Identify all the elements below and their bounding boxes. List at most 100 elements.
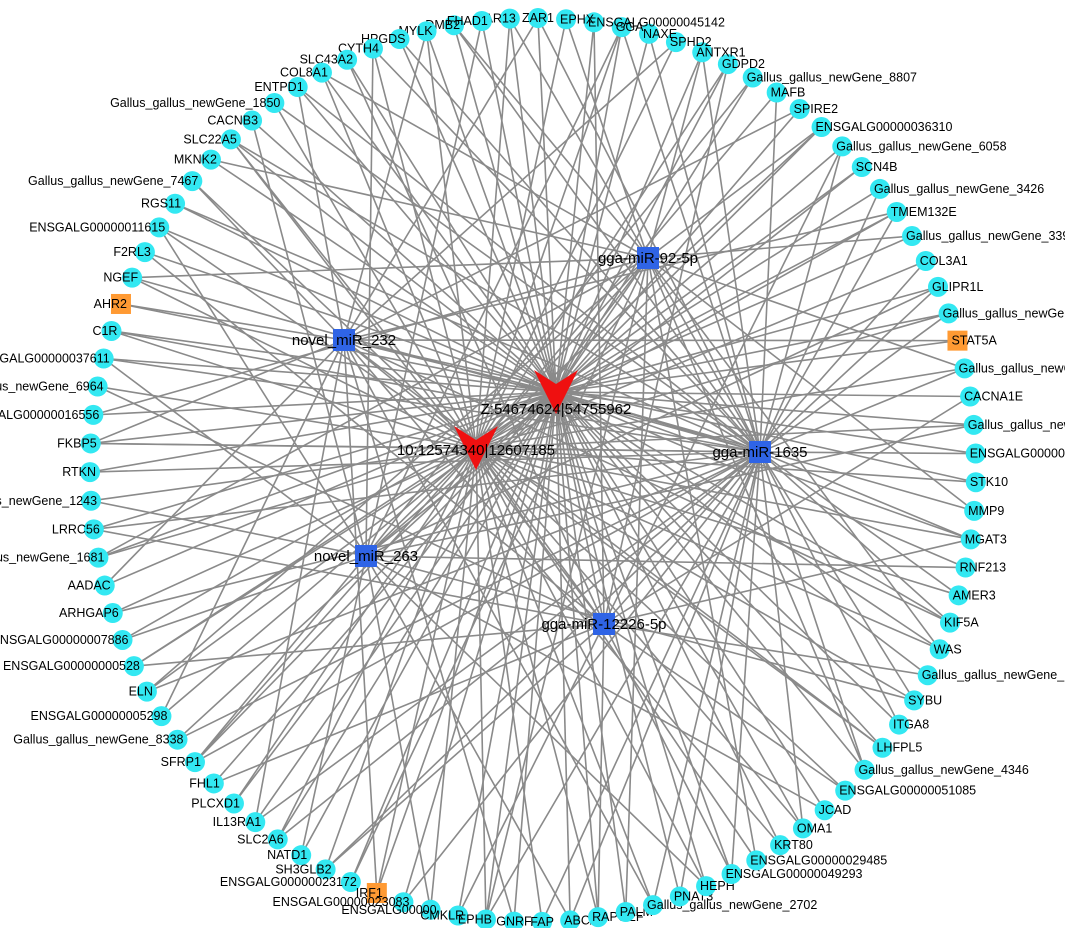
gene-node[interactable]: Gallus_gallus_newGene_1243 [0, 490, 102, 511]
gene-node[interactable]: COL3A1 [915, 251, 968, 272]
gene-node[interactable]: EPHB [458, 909, 496, 928]
gene-node[interactable]: GLIPR1L [928, 276, 983, 297]
tf-node[interactable]: AHR2 [94, 293, 131, 314]
gene-node[interactable]: WAS [929, 639, 962, 660]
gene-node[interactable]: Gallus_gallus_newGene_3426 [869, 178, 1044, 199]
gene-node[interactable]: ANTXR1 [692, 42, 746, 63]
gene-node[interactable]: ELN [129, 681, 157, 702]
gene-node[interactable]: CACNB3 [207, 110, 263, 131]
gene-node[interactable]: ENSGALG00000023172 [220, 872, 361, 893]
gene-node[interactable]: NAXE [639, 23, 677, 44]
gene-node[interactable]: Gallus_gallus_newGene_4342 [938, 303, 1065, 324]
gene-node[interactable]: Gallus_gallus_newGene_2157 [963, 414, 1065, 435]
gene-node[interactable]: ZAR1 [522, 8, 554, 29]
gene-node[interactable]: ITGA8 [889, 714, 929, 735]
gene-node[interactable]: Gallus_gallus_newGene_4346 [854, 759, 1029, 780]
edge [555, 391, 974, 426]
gene-node[interactable]: NGEF [103, 267, 143, 288]
gene-node[interactable]: MKNK2 [174, 149, 221, 170]
gene-node[interactable]: MMP9 [964, 500, 1004, 521]
gene-circle [938, 303, 959, 324]
gene-node[interactable]: FHL1 [189, 773, 224, 794]
gene-node[interactable]: Gallus_gallus_newGene_1852 [917, 665, 1065, 686]
gene-node[interactable]: AMER3 [948, 585, 996, 606]
gene-node[interactable]: ENTPD1 [254, 77, 308, 98]
gene-node[interactable]: RTKN [62, 462, 101, 483]
gene-node[interactable]: ENSGALG00000007886 [0, 629, 133, 650]
gene-node[interactable]: SFRP1 [161, 752, 205, 773]
gene-node[interactable]: GDPD2 [717, 54, 765, 75]
gene-node[interactable]: COL8A1 [280, 62, 332, 83]
gene-node[interactable]: TMEM132E [886, 201, 957, 222]
hub-node[interactable]: Z:54674624|54755962 [481, 370, 632, 418]
gene-node[interactable]: RGS11 [141, 193, 186, 214]
hub-node[interactable]: 10:12574340|12607185 [397, 426, 555, 470]
gene-node[interactable]: Gallus_gallus_newGene_6964 [0, 376, 108, 397]
gene-node[interactable]: ENSGALG00000000528 [3, 656, 144, 677]
gene-node[interactable]: HEPH [696, 876, 735, 897]
gene-node[interactable]: SCN4B [851, 157, 898, 178]
gene-node[interactable]: LRRC56 [52, 519, 104, 540]
gene-node[interactable]: Gallus_gallus_newGene_8338 [13, 729, 188, 750]
gene-node[interactable]: Gallus_gallus_newGene_8807 [742, 67, 917, 88]
tf-node[interactable]: STAT5A [947, 330, 998, 351]
gene-node[interactable]: Gallus_gallus_newGene_1681 [0, 547, 109, 568]
gene-node[interactable]: Gallus_gallus_newGene_6058 [832, 136, 1007, 157]
gene-node[interactable]: ENSGALG00000051085 [835, 780, 976, 801]
gene-node[interactable]: ENSGALG00000005298 [31, 706, 172, 727]
gene-node[interactable]: ENSGALG00000045142 [583, 12, 725, 33]
gene-node[interactable]: Gallus_gallus_newGene_7508 [954, 358, 1065, 379]
gene-node[interactable]: MGAT3 [960, 529, 1007, 550]
gene-node[interactable]: STK10 [965, 472, 1008, 493]
mirna-node[interactable]: gga-miR-92-5p [598, 247, 698, 269]
gene-node[interactable]: ENSGALG00000049293 [721, 864, 863, 885]
gene-node[interactable]: KIF5A [939, 612, 979, 633]
gene-node[interactable]: SPHD2 [665, 32, 712, 53]
gene-node[interactable]: ENSGALG00000009628 [965, 443, 1065, 464]
gene-node[interactable]: NATD1 [267, 845, 312, 866]
gene-node[interactable]: ENSGALG00000011615 [29, 217, 170, 238]
gene-node[interactable]: CMKLR [420, 905, 469, 926]
gene-node[interactable]: OMA1 [792, 818, 832, 839]
gene-node[interactable]: ENSGALG00000016556 [0, 404, 104, 425]
edge [603, 63, 729, 625]
gene-node[interactable]: F2RL3 [113, 242, 155, 263]
gene-node[interactable]: ARHGAP6 [59, 603, 123, 624]
gene-node[interactable]: ENSGALG00000029485 [746, 850, 887, 871]
gene-node[interactable]: Gallus_gallus_newGene_7467 [28, 171, 203, 192]
gene-node[interactable]: ENSGALG00000037611 [0, 348, 114, 369]
gene-node[interactable]: RNF213 [955, 557, 1007, 578]
gene-node[interactable]: ENSGALG00000023083 [273, 892, 414, 913]
gene-node[interactable]: ENSGALG00000 [341, 899, 441, 920]
gene-node[interactable]: MAFB [766, 82, 806, 103]
gene-node[interactable]: PLCXD1 [191, 793, 244, 814]
gene-node[interactable]: Gallus_gallus_newGene_3397 [902, 226, 1065, 247]
gene-node[interactable]: GNRF [496, 911, 532, 928]
tf-node[interactable]: IRF1 [356, 882, 387, 903]
gene-node[interactable]: FKBP5 [57, 433, 101, 454]
mirna-node[interactable]: novel_miR_263 [314, 545, 418, 567]
gene-node[interactable]: Gallus_gallus_newGene_2702 [643, 895, 817, 916]
gene-node[interactable]: SLC43A2 [300, 49, 358, 70]
gene-node[interactable]: FAP [530, 911, 554, 928]
gene-node[interactable]: CACNA1E [960, 386, 1023, 407]
gene-node[interactable]: SH3GLB2 [275, 859, 336, 880]
mirna-node[interactable]: gga-miR-1635 [712, 441, 808, 463]
gene-node[interactable]: JCAD [814, 800, 852, 821]
gene-node[interactable]: ENSGALG00000036310 [811, 117, 953, 138]
gene-node[interactable]: SLC2A6 [237, 829, 288, 850]
gene-node[interactable]: SLC22A5 [183, 129, 241, 150]
gene-node[interactable]: SPIRE2 [789, 99, 839, 120]
gene-node[interactable]: EPHX [556, 9, 595, 30]
gene-node[interactable]: AADAC [68, 575, 115, 596]
mirna-node[interactable]: novel_miR_232 [292, 329, 396, 351]
gene-node[interactable]: LHFPL5 [872, 737, 922, 758]
gene-node[interactable]: KRT80 [770, 835, 813, 856]
gene-node[interactable]: SYBU [904, 690, 942, 711]
gene-node[interactable]: C1R [92, 320, 122, 341]
gene-node[interactable]: Gallus_gallus_newGene_1850 [110, 93, 285, 114]
gene-node[interactable]: FHAD1 [447, 11, 492, 32]
gene-node[interactable]: GGA [611, 17, 644, 38]
gene-node[interactable]: IL13RA1 [213, 812, 266, 833]
mirna-node[interactable]: gga-miR-12226-5p [541, 613, 667, 635]
